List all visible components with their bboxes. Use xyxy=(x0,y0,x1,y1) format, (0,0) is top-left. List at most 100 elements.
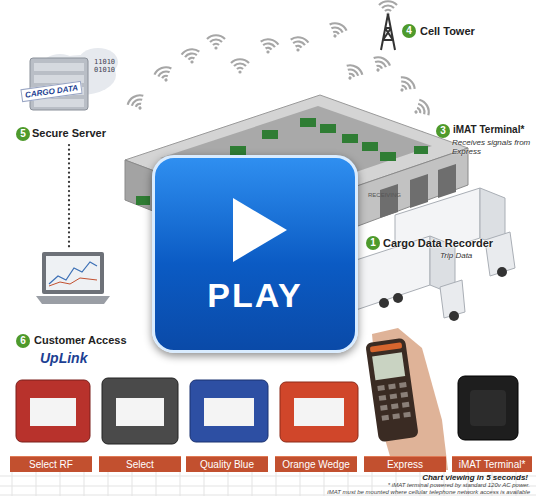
callout-number: 5 xyxy=(16,127,30,141)
callout-number: 6 xyxy=(16,334,30,348)
product-band: Quality Blue xyxy=(186,456,268,472)
pallets xyxy=(320,124,336,133)
trucks xyxy=(379,298,389,308)
node-heading: Customer Access xyxy=(34,334,127,346)
note-text: Receives signals from Express xyxy=(452,138,532,156)
handheld-express xyxy=(403,412,411,418)
signal-waves xyxy=(379,1,397,15)
product-band: Select RF xyxy=(10,456,92,472)
product-name: Orange Wedge xyxy=(275,457,357,473)
handheld-express xyxy=(399,382,407,388)
product-devices xyxy=(190,380,268,442)
laptop xyxy=(49,262,97,284)
pallets xyxy=(230,146,246,155)
note-text: Trip Data xyxy=(440,251,472,260)
product-name: Express xyxy=(364,457,446,473)
product-name: iMAT Terminal* xyxy=(452,457,532,473)
product-devices xyxy=(16,380,90,442)
handheld-express xyxy=(377,385,385,391)
pallets xyxy=(262,130,278,139)
note-text: Chart viewing in 5 seconds! xyxy=(422,473,528,482)
part-label: Cargo Data Recorder xyxy=(383,237,493,249)
handheld-express xyxy=(391,403,399,409)
server-icon xyxy=(34,63,84,71)
server-icon xyxy=(34,99,84,107)
building-sign: RECEIVING xyxy=(368,192,401,198)
laptop xyxy=(36,252,110,304)
pallets xyxy=(136,196,150,205)
logo-text: CARGO DATA xyxy=(20,81,82,102)
signal-waves xyxy=(153,65,175,85)
signal-waves xyxy=(394,74,417,97)
product-devices xyxy=(16,376,518,444)
callout-number: 1 xyxy=(366,236,380,250)
product-devices xyxy=(280,382,358,442)
handheld-express xyxy=(365,338,419,443)
product-devices xyxy=(204,398,254,426)
laptop xyxy=(46,256,100,290)
handheld-express xyxy=(377,382,411,421)
signal-waves xyxy=(231,59,249,73)
signal-waves xyxy=(181,48,201,65)
handheld-express xyxy=(372,352,405,380)
product-band: Express xyxy=(364,456,446,472)
product-devices xyxy=(458,376,518,440)
handheld-express xyxy=(381,415,389,421)
laptop xyxy=(36,296,110,304)
pallets xyxy=(342,134,358,143)
handheld-express xyxy=(365,328,448,470)
node-heading: Secure Server xyxy=(32,127,106,139)
product-devices xyxy=(470,390,506,426)
trucks xyxy=(497,267,507,277)
handheld-express xyxy=(392,413,400,419)
callout-number: 4 xyxy=(402,24,416,38)
handheld-express xyxy=(365,338,419,443)
pallets xyxy=(414,146,428,154)
button-label: PLAY xyxy=(155,276,355,315)
footnote: iMAT must be mounted where cellular tele… xyxy=(327,489,530,495)
product-band: iMAT Terminal* xyxy=(452,456,532,472)
laptop-node: Customer AccessUpLink xyxy=(28,248,123,366)
trucks xyxy=(449,311,459,321)
floor-grid xyxy=(0,472,536,496)
handheld-express xyxy=(370,342,403,352)
part-label: iMAT Terminal* xyxy=(453,124,524,135)
signal-waves xyxy=(126,92,149,113)
trucks xyxy=(350,188,515,321)
signal-waves xyxy=(410,98,431,121)
laptop xyxy=(49,278,97,286)
product-name: Select RF xyxy=(10,457,92,473)
product-devices xyxy=(102,378,178,444)
handheld-express xyxy=(379,395,387,401)
handheld-express xyxy=(388,384,396,390)
product-devices xyxy=(294,398,344,426)
product-name: Quality Blue xyxy=(186,457,268,473)
callout-number: 3 xyxy=(436,124,450,138)
pallets xyxy=(362,142,378,151)
footnote: * iMAT terminal powered by standard 120v… xyxy=(388,482,530,488)
signal-waves xyxy=(207,35,225,49)
pallets xyxy=(300,118,316,127)
play-triangle xyxy=(155,158,355,350)
part-label: Cell Tower xyxy=(420,25,475,37)
signal-waves xyxy=(341,62,364,83)
handheld-express xyxy=(380,405,388,411)
product-band: Select xyxy=(99,456,181,472)
warehouse xyxy=(438,164,456,198)
warehouse xyxy=(380,184,398,218)
product-band: Orange Wedge xyxy=(275,456,357,472)
brand-name: UpLink xyxy=(40,350,87,366)
signal-waves xyxy=(326,21,348,41)
warehouse xyxy=(410,174,428,208)
laptop xyxy=(42,252,104,294)
handheld-express xyxy=(402,402,410,408)
product-devices xyxy=(30,398,76,426)
handheld-express xyxy=(400,392,408,398)
play-button: PLAY xyxy=(152,155,358,353)
cell-tower xyxy=(381,14,395,50)
play-triangle xyxy=(233,198,287,262)
signal-waves xyxy=(259,38,279,55)
binary-data: 11010 01010 xyxy=(94,58,120,74)
